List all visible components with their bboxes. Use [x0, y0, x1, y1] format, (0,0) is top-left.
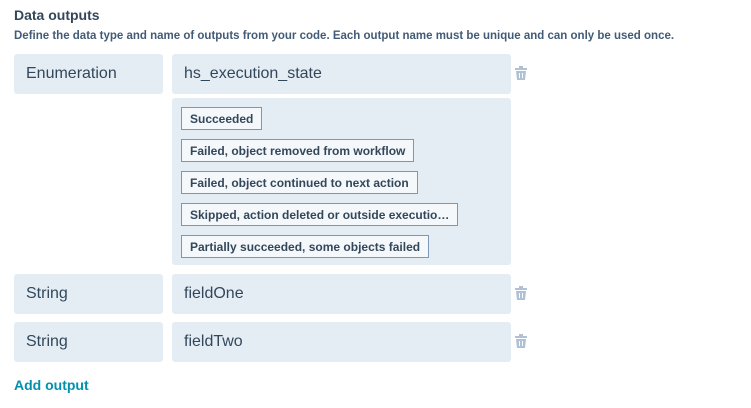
- output-type-select[interactable]: Enumeration: [14, 54, 163, 94]
- output-type-select[interactable]: String: [14, 322, 163, 362]
- output-type-value: String: [26, 285, 68, 302]
- option-tag[interactable]: Skipped, action deleted or outside execu…: [181, 203, 459, 226]
- section-description: Define the data type and name of outputs…: [14, 30, 675, 42]
- add-output-button[interactable]: Add output: [14, 377, 89, 393]
- output-type-value: String: [26, 333, 68, 350]
- trash-icon[interactable]: [515, 334, 527, 348]
- option-tag[interactable]: Failed, object continued to next action: [181, 171, 418, 194]
- output-name-value: fieldOne: [184, 285, 244, 302]
- output-name-value: fieldTwo: [184, 333, 243, 350]
- option-tag[interactable]: Failed, object removed from workflow: [181, 139, 415, 162]
- output-type-select[interactable]: String: [14, 274, 163, 314]
- enumeration-options-panel: Succeeded Failed, object removed from wo…: [172, 98, 511, 265]
- output-name-input[interactable]: fieldTwo: [172, 322, 511, 362]
- output-type-value: Enumeration: [26, 65, 117, 82]
- output-name-value: hs_execution_state: [184, 65, 322, 82]
- output-name-input[interactable]: hs_execution_state: [172, 54, 511, 94]
- option-tag[interactable]: Partially succeeded, some objects failed: [181, 235, 430, 258]
- trash-icon[interactable]: [515, 66, 527, 80]
- output-name-input[interactable]: fieldOne: [172, 274, 511, 314]
- trash-icon[interactable]: [515, 286, 527, 300]
- section-title: Data outputs: [14, 7, 100, 23]
- option-tag[interactable]: Succeeded: [181, 107, 263, 130]
